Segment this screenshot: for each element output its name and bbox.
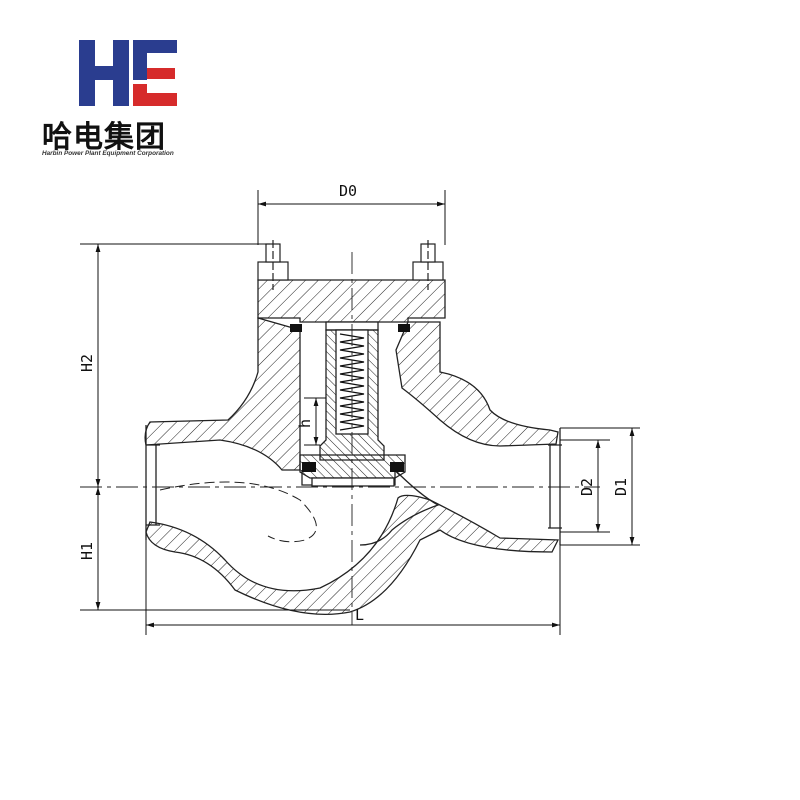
dimension-lines	[80, 190, 640, 635]
dim-label-d2: D2	[578, 478, 596, 496]
company-name-chinese: 哈电集团	[42, 120, 166, 155]
center-lines	[80, 252, 600, 625]
outlet-port	[548, 428, 562, 545]
company-logo: 哈电集团 Harbin Power Plant Equipment Corpor…	[40, 38, 190, 168]
valve-body	[144, 317, 560, 616]
inlet-port	[145, 425, 160, 540]
seat-ring	[302, 462, 404, 472]
spring	[339, 333, 365, 431]
valve-disc	[299, 454, 406, 487]
dim-label-d1: D1	[612, 478, 630, 496]
dim-label-h1: H1	[78, 542, 96, 560]
dim-label-l: L	[355, 606, 364, 624]
he-logo-mark	[79, 40, 177, 106]
company-name-english: Harbin Power Plant Equipment Corporation	[42, 150, 174, 157]
gasket	[290, 324, 410, 332]
dim-label-h: h	[296, 419, 314, 428]
dim-label-d0: D0	[339, 182, 357, 200]
bonnet-bolt-left	[257, 240, 289, 290]
dim-label-h2: H2	[78, 354, 96, 372]
bonnet-bolt-right	[412, 240, 444, 290]
flow-path-hidden-line	[159, 481, 317, 543]
